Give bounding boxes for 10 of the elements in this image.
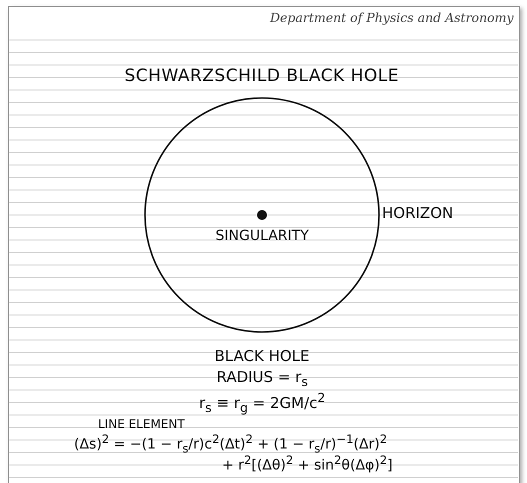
horizon-label: HORIZON [382, 204, 454, 222]
diagram-title: SCHWARZSCHILD BLACK HOLE [124, 66, 399, 86]
equation: (Δs)$^{2}$ = −(1 − r$_{s}$/r)c$^{2}$(Δt)$^{2}$ + (1 − r$_{s}$/r)$^{−1}$(Δr)$^{2}$ [74, 432, 388, 456]
singularity-label: SINGULARITY [216, 228, 309, 244]
text-line: BLACK HOLE [214, 347, 310, 365]
equation: + r$^{2}$[(Δθ)$^{2}$ + sin$^{2}$θ(Δφ)$^{2}$] [222, 453, 393, 474]
header-text: Department of Physics and Astronomy [270, 10, 514, 25]
text-line: RADIUS = r$_{s}$ [216, 368, 308, 389]
text-line: LINE ELEMENT [98, 417, 185, 431]
equation: r$_{s}$ ≡ r$_{g}$ = 2GM/c$^{2}$ [199, 390, 326, 415]
